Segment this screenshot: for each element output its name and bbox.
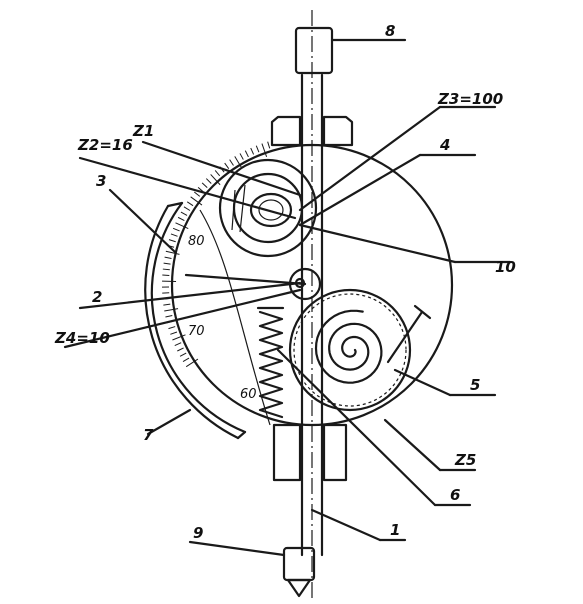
scale-tick: [205, 178, 212, 184]
scale-tick: [164, 308, 179, 312]
scale-mark-80: 80: [188, 234, 205, 249]
scale-tick: [255, 145, 260, 153]
measuring-rod: [300, 10, 324, 600]
scale-tick: [170, 331, 178, 335]
scale-tick: [244, 150, 249, 158]
scale-tick: [234, 156, 243, 169]
scale-tick: [183, 206, 191, 211]
scale-tick: [174, 342, 182, 346]
scale-tick: [224, 162, 230, 170]
scale-tick: [163, 262, 171, 265]
label-4: 4: [439, 136, 450, 154]
label-3: 3: [96, 172, 106, 190]
coil-spring: [256, 306, 285, 419]
scale-tick: [165, 314, 173, 318]
label-10: 10: [495, 258, 516, 276]
pointer-needle: [184, 273, 307, 286]
scale-tick: [168, 326, 176, 330]
scale-mark-70: 70: [188, 324, 205, 339]
scale-tick: [201, 182, 208, 189]
scale-tick: [193, 191, 201, 197]
lower-bushing: [272, 423, 348, 482]
upper-bushing: [270, 115, 354, 147]
scale-tick: [185, 358, 199, 368]
label-9: 9: [193, 524, 203, 542]
scale-tick: [172, 334, 186, 341]
measuring-tip: [282, 546, 316, 598]
scale-sector: 80 70 60: [144, 141, 271, 440]
scale-tick: [180, 211, 188, 216]
scale-tick: [165, 250, 180, 255]
scale-tick: [163, 303, 171, 306]
scale-tick: [210, 174, 221, 186]
scale-tick: [267, 141, 271, 149]
spiral-spring: [314, 309, 383, 384]
label-z2: Z2=16: [77, 136, 133, 154]
scale-tick: [190, 196, 203, 206]
label-z4: Z4=10: [54, 329, 110, 347]
label-z3: Z3=100: [437, 90, 503, 108]
scale-tick: [250, 147, 255, 155]
leader-lines: [63, 38, 512, 557]
scale-tick: [177, 216, 185, 221]
label-z5: Z5: [454, 451, 476, 469]
scale-tick: [162, 268, 170, 271]
scale-tick: [168, 239, 176, 243]
scale-tick: [182, 357, 190, 363]
scale-tick: [172, 227, 180, 232]
scale-mark-60: 60: [240, 387, 257, 402]
scale-tick: [239, 153, 244, 160]
scale-tick: [214, 170, 221, 177]
label-7: 7: [143, 426, 154, 444]
label-1: 1: [390, 521, 400, 539]
scale-tick: [186, 201, 194, 207]
scale-tick: [229, 159, 234, 166]
label-5: 5: [470, 376, 480, 394]
top-knurled-head: [294, 26, 334, 75]
label-2: 2: [92, 288, 102, 306]
scale-tick: [164, 256, 172, 259]
scale-tick: [261, 143, 268, 157]
label-z1: Z1: [132, 122, 154, 140]
label-6: 6: [450, 486, 460, 504]
scale-tick: [175, 222, 189, 230]
scale-tick: [170, 233, 178, 237]
scale-tick: [177, 347, 184, 352]
scale-tick: [179, 352, 187, 357]
label-8: 8: [385, 22, 395, 40]
lower-gear-assembly: [288, 288, 432, 412]
